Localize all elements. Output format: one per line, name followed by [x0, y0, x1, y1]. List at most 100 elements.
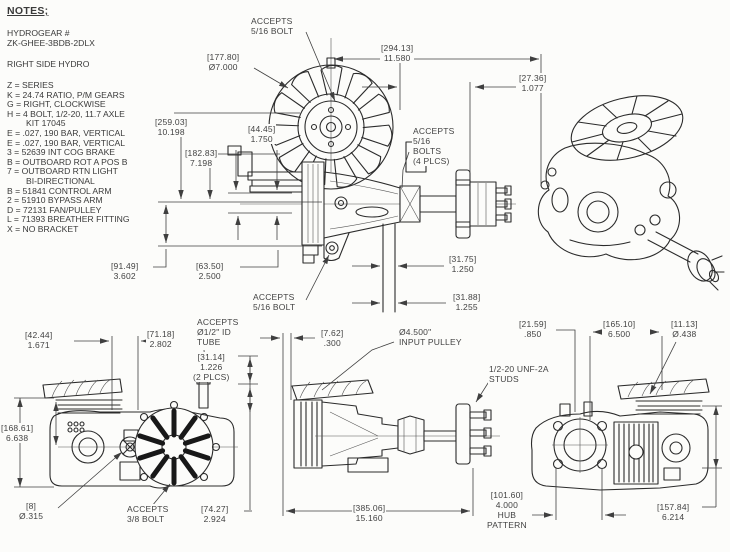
callout-line: 5/16 BOLT: [251, 26, 294, 36]
orientation-note: RIGHT SIDE HYDRO: [7, 59, 90, 69]
dim-mm: [11.13]: [671, 319, 698, 329]
dim-mm: [182.83]: [185, 148, 218, 158]
dim-in: 3.602: [113, 271, 136, 281]
callout-line: 5/16 BOLT: [253, 302, 296, 312]
callout-line: ACCEPTS: [413, 126, 455, 136]
dim-in: 6.500: [608, 329, 631, 339]
callout-line: STUDS: [489, 374, 519, 384]
dim-note: HUB: [497, 510, 517, 520]
dim-in: 11.580: [383, 53, 411, 63]
dim-in: 1.226: [200, 362, 223, 372]
dim-in: 1.250: [451, 264, 474, 274]
callout-line: (4 PLCS): [413, 156, 450, 166]
profile-view-drawing: [291, 379, 500, 473]
dim-mm: [157.84]: [657, 502, 690, 512]
legend-line: E = .027, 190 BAR, VERTICAL: [7, 137, 126, 148]
dim-in: 6.214: [662, 512, 685, 522]
dim-arm-offset: [21.59] .850: [518, 319, 548, 339]
model-code-legend: Z = SERIES K = 24.74 RATIO, P/M GEARS G …: [7, 80, 187, 234]
dim-mm: [385.06]: [353, 503, 386, 513]
callout-line: Ø4.500": [399, 327, 432, 337]
dim-rear-height: [157.84] 6.214: [656, 502, 691, 522]
dim-mm: [27.36]: [519, 73, 547, 83]
dim-mm: [168.61]: [1, 423, 34, 433]
dim-mm: [31.88]: [453, 292, 481, 302]
dim-in: 1.255: [455, 302, 478, 312]
callout-id-tube: ACCEPTS Ø1/2" ID TUBE: [196, 317, 240, 347]
legend-line: H = 4 BOLT, 1/2-20, 11.7 AXLE: [7, 108, 125, 119]
dim-hub-pattern: [101.60] 4.000 HUB PATTERN: [486, 490, 528, 530]
callout-line: INPUT PULLEY: [399, 337, 462, 347]
dim-mm: [165.10]: [603, 319, 636, 329]
dim-mm: [259.03]: [155, 117, 188, 127]
dim-mm: [294.13]: [381, 43, 414, 53]
notes-title: NOTES;: [7, 5, 49, 17]
dim-belt-offset: [7.62] .300: [320, 328, 345, 348]
dim-in: 6.638: [6, 433, 29, 443]
dim-mm: [63.50]: [196, 261, 224, 271]
dim-fan-diameter: [177.80] Ø7.000: [206, 52, 241, 72]
callout-line: ACCEPTS: [253, 292, 295, 302]
dim-overall-width: [294.13] 11.580: [380, 43, 415, 63]
dim-tube-gap: [31.14] 1.226 (2 PLCS): [192, 352, 231, 382]
legend-line: L = 71393 BREATHER FITTING: [7, 214, 130, 225]
dim-mm: [31.75]: [449, 254, 477, 264]
callout-line: 3/8 BOLT: [127, 514, 165, 524]
dim-mm: [7.62]: [321, 328, 344, 338]
dim-lower-gap: [63.50] 2.500: [195, 261, 225, 281]
callout-line: Ø1/2" ID: [197, 327, 231, 337]
dim-rear-width: [165.10] 6.500: [602, 319, 637, 339]
dim-in: 2.500: [198, 271, 221, 281]
callout-line: ACCEPTS: [197, 317, 239, 327]
dim-in: 2.802: [149, 339, 172, 349]
callout-lower-bolt: ACCEPTS 5/16 BOLT: [252, 292, 297, 312]
dim-in: 1.671: [27, 340, 50, 350]
dim-fan-gap: [44.45] 1.750: [247, 124, 277, 144]
dim-in: 1.077: [521, 83, 544, 93]
dim-mm: [44.45]: [248, 124, 276, 134]
side-view-drawing: [42, 377, 238, 489]
dim-overall-length: [385.06] 15.160: [352, 503, 387, 523]
callout-bolt-38: ACCEPTS 3/8 BOLT: [126, 504, 170, 524]
dim-mm: [21.59]: [519, 319, 547, 329]
dim-note: (2 PLCS): [193, 372, 230, 382]
dim-in: 15.160: [355, 513, 383, 523]
legend-line: B = OUTBOARD ROT A POS B: [7, 156, 128, 167]
legend-line: 2 = 51910 BYPASS ARM: [7, 195, 103, 206]
dim-shaft-b: [31.88] 1.255: [452, 292, 482, 312]
callout-line: 1/2-20 UNF-2A: [489, 364, 549, 374]
legend-line: KIT 17045: [26, 118, 66, 129]
callout-line: ACCEPTS: [251, 16, 293, 26]
dim-in: 7.198: [190, 158, 213, 168]
dim-brake-hole: [8] Ø.315: [18, 501, 45, 521]
part-number: ZK-GHEE-3BDB-2DLX: [7, 38, 95, 48]
dim-hub-offset: [27.36] 1.077: [518, 73, 548, 93]
dim-mount-width: [74.27] 2.924: [200, 504, 230, 524]
dim-in: 10.198: [157, 127, 185, 137]
callout-line: 5/16: [413, 136, 431, 146]
dim-side-height: [168.61] 6.638: [0, 423, 35, 443]
legend-line: 3 = 52639 INT COG BRAKE: [7, 147, 116, 158]
callout-input-pulley: Ø4.500" INPUT PULLEY: [398, 327, 463, 347]
dim-note: PATTERN: [487, 520, 527, 530]
legend-line: Z = SERIES: [7, 80, 54, 90]
callout-line: TUBE: [197, 337, 221, 347]
legend-line: 7 = OUTBOARD RTN LIGHT: [7, 166, 118, 177]
dim-mm: [74.27]: [201, 504, 229, 514]
dim-shaft-a: [31.75] 1.250: [448, 254, 478, 274]
dim-in: Ø7.000: [208, 62, 238, 72]
dim-fan-edge: [42.44] 1.671: [24, 330, 54, 350]
dim-in: .850: [524, 329, 542, 339]
dim-in: .300: [323, 338, 341, 348]
callout-line: ACCEPTS: [127, 504, 169, 514]
rear-view-drawing: [530, 378, 710, 491]
dim-height-overall: [259.03] 10.198: [154, 117, 189, 137]
part-number-label: HYDROGEAR #: [7, 28, 70, 38]
dim-pulley-hole: [11.13] Ø.438: [670, 319, 699, 339]
legend-line: B = 51841 CONTROL ARM: [7, 185, 112, 196]
callout-studs: 1/2-20 UNF-2A STUDS: [488, 364, 550, 384]
dim-mm: [71.18]: [147, 329, 175, 339]
dim-in: 4.000: [495, 500, 519, 510]
legend-line: K = 24.74 RATIO, P/M GEARS: [7, 89, 125, 100]
